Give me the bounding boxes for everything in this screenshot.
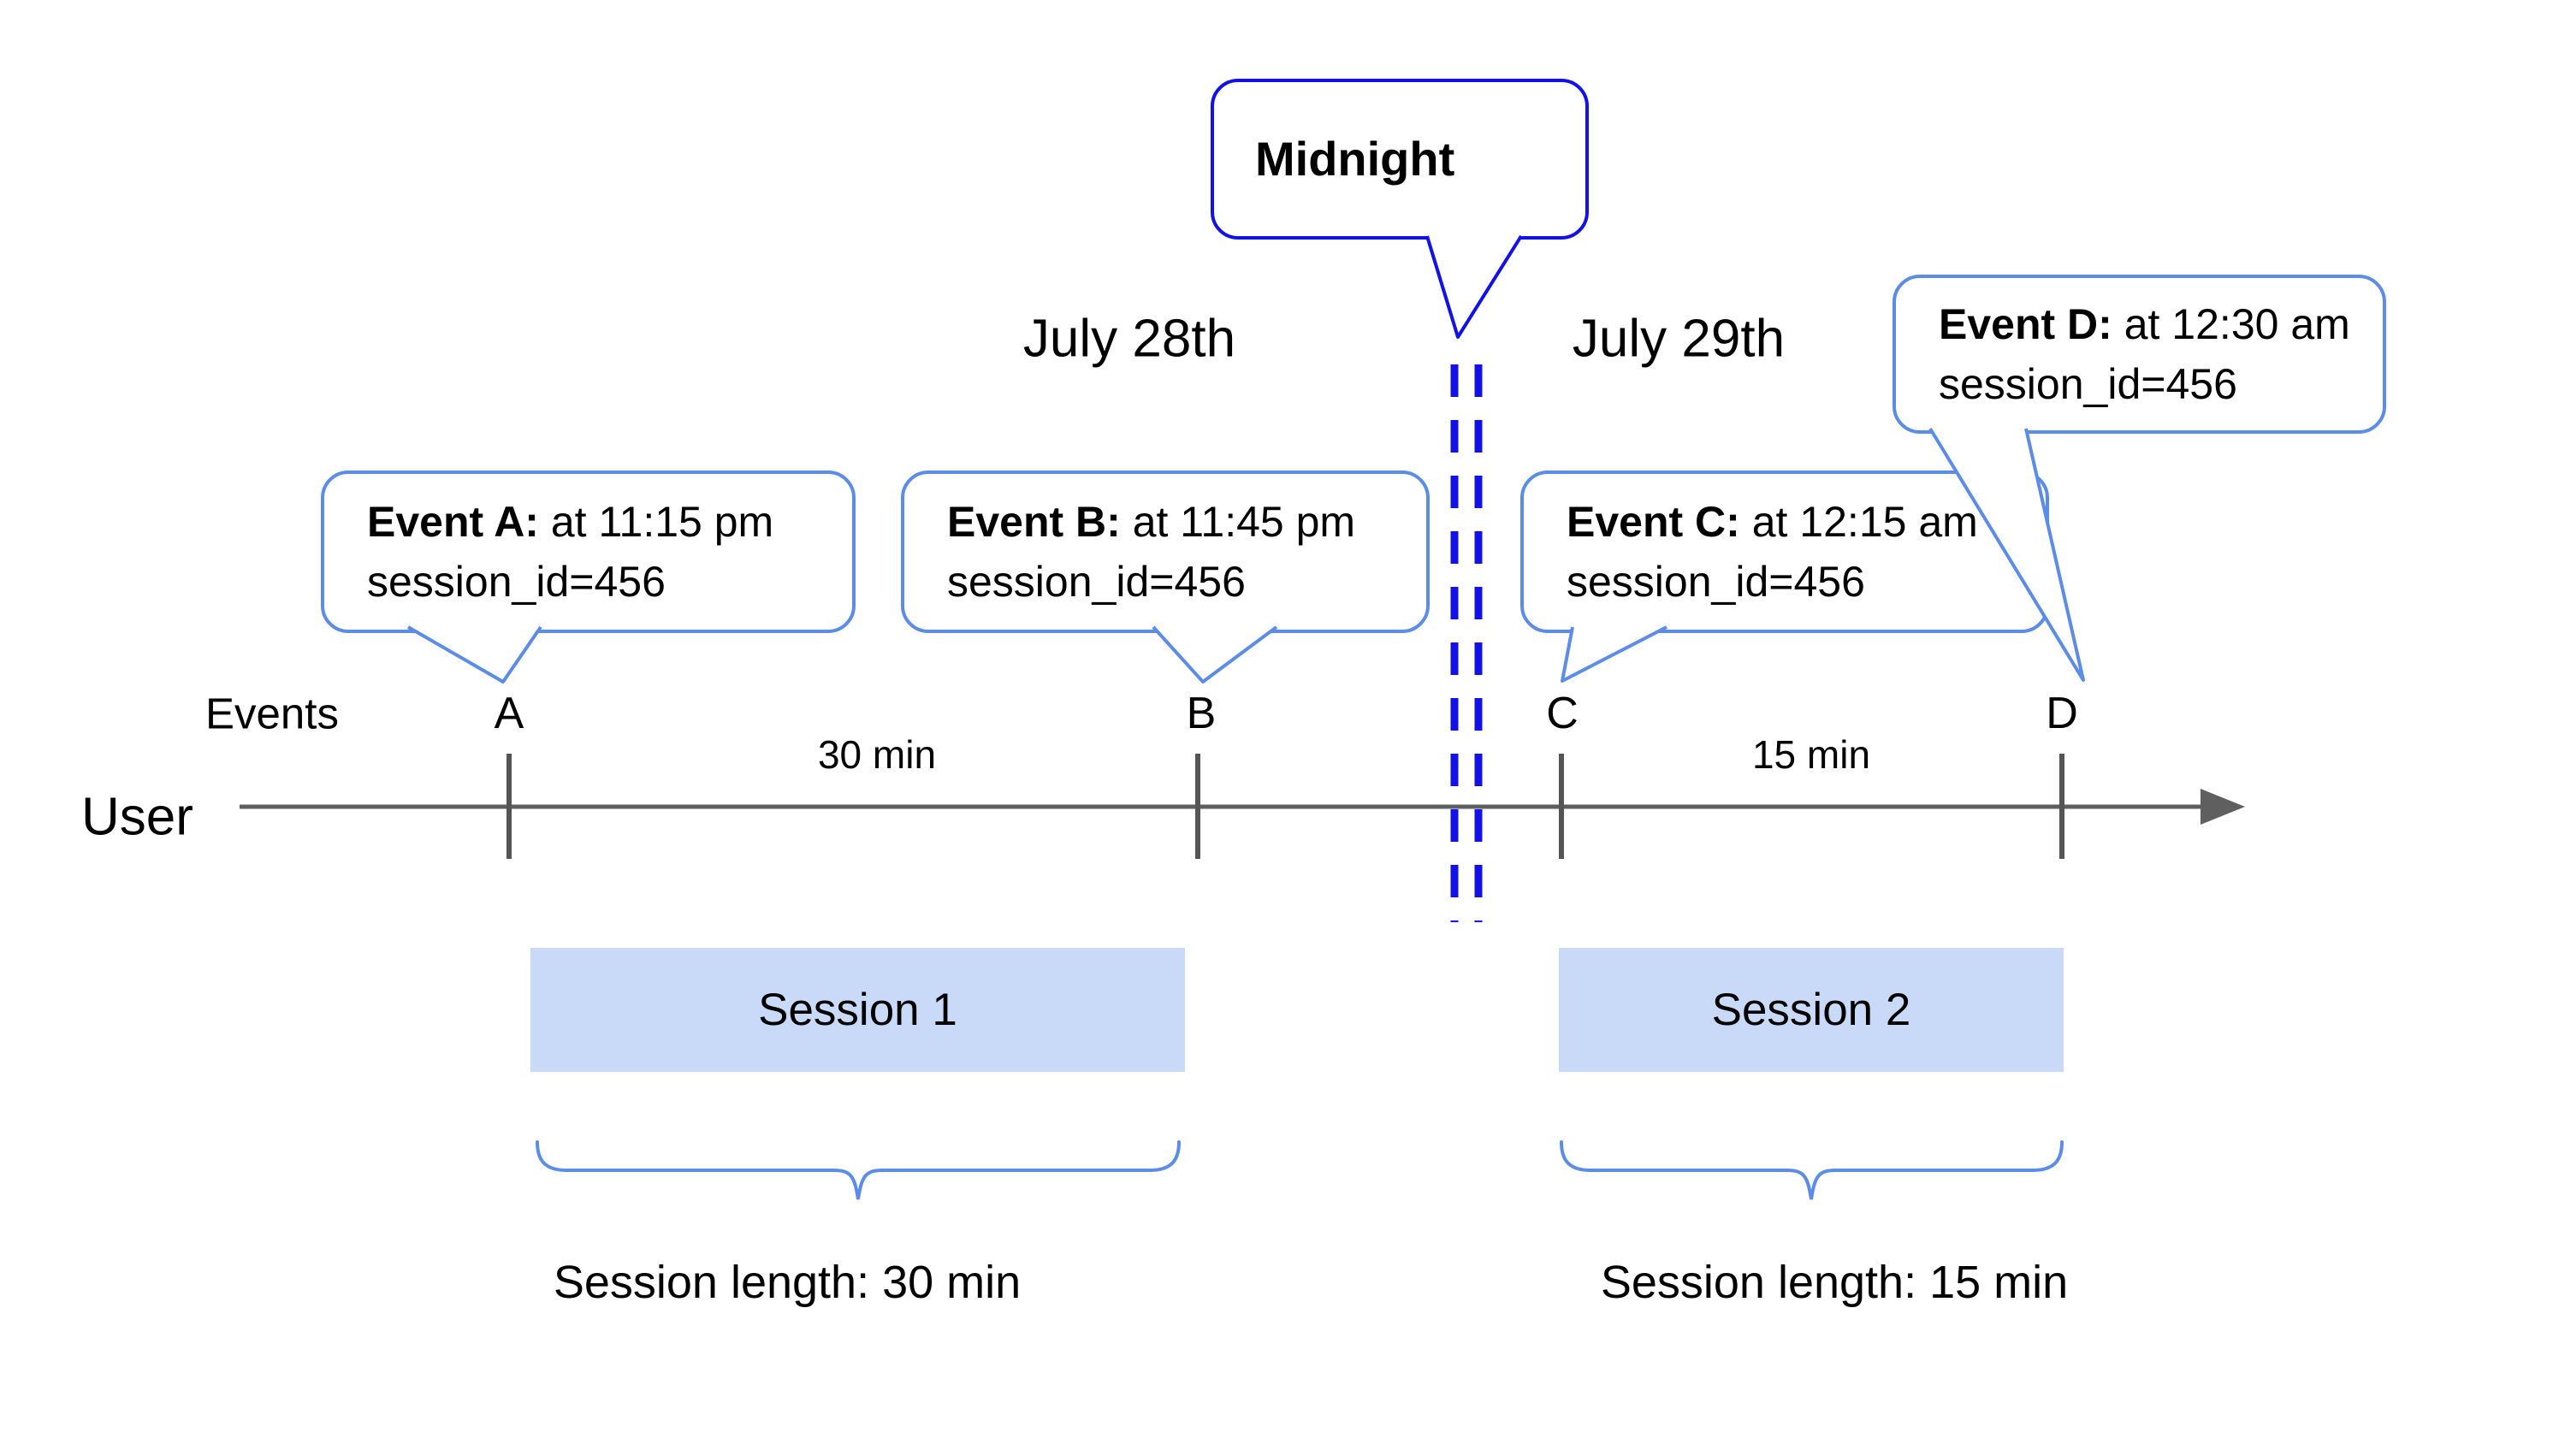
event-a-line2: session_id=456 xyxy=(367,558,666,606)
event-c-line2: session_id=456 xyxy=(1567,558,1865,606)
date-right-label: July 29th xyxy=(1572,309,1786,369)
events-axis-label: Events xyxy=(205,689,339,738)
interval-15min-label: 15 min xyxy=(1751,732,1871,777)
event-b-line2: session_id=456 xyxy=(947,558,1246,606)
date-left-label: July 28th xyxy=(1022,309,1236,369)
user-axis-label: User xyxy=(81,787,193,847)
midnight-callout-tail xyxy=(1425,234,1523,339)
interval-30min-label: 30 min xyxy=(817,732,937,777)
session2-brace xyxy=(1560,1140,2064,1200)
event-a-line1: Event A: at 11:15 pm xyxy=(367,498,774,546)
event-b-callout-tail xyxy=(1152,625,1278,684)
event-c-callout-tail xyxy=(1561,625,1667,683)
event-d-line1: Event D: at 12:30 am xyxy=(1939,300,2350,348)
tick-label-c: C xyxy=(1546,689,1579,738)
event-d-callout: Event D: at 12:30 am session_id=456 xyxy=(1893,275,2386,434)
event-b-line1: Event B: at 11:45 pm xyxy=(947,498,1356,546)
midnight-callout: Midnight xyxy=(1211,79,1589,240)
event-c-callout: Event C: at 12:15 am session_id=456 xyxy=(1520,471,2049,633)
session1-length-label: Session length: 30 min xyxy=(553,1257,1022,1308)
session1-box: Session 1 xyxy=(530,948,1185,1072)
session1-brace xyxy=(536,1140,1181,1200)
event-d-line2: session_id=456 xyxy=(1939,360,2237,408)
event-c-line1: Event C: at 12:15 am xyxy=(1567,498,1978,546)
tick-label-a: A xyxy=(494,689,524,738)
tick-label-d: D xyxy=(2046,689,2078,738)
session2-box: Session 2 xyxy=(1559,948,2064,1072)
tick-label-b: B xyxy=(1186,689,1217,738)
session2-label: Session 2 xyxy=(1711,985,1911,1035)
event-a-callout: Event A: at 11:15 pm session_id=456 xyxy=(321,471,856,633)
timeline-arrowhead-icon xyxy=(2201,789,2245,825)
session2-length-label: Session length: 15 min xyxy=(1600,1257,2069,1308)
event-a-callout-tail xyxy=(407,625,542,684)
session1-label: Session 1 xyxy=(758,985,957,1035)
event-b-callout: Event B: at 11:45 pm session_id=456 xyxy=(901,471,1430,633)
midnight-callout-text: Midnight xyxy=(1255,132,1455,186)
